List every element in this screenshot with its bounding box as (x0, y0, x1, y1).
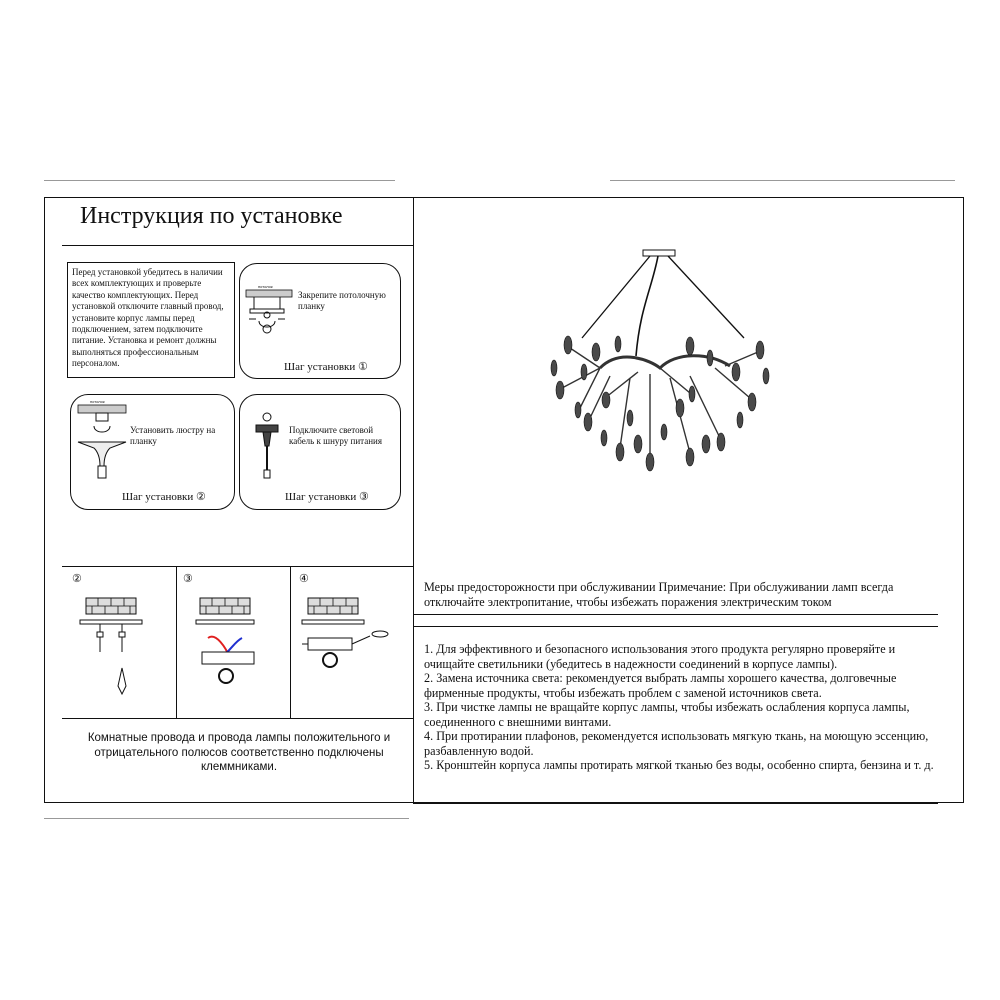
step-2-number: ② (196, 491, 206, 503)
wiring-panels-bottom (62, 718, 413, 719)
step-1-box (239, 263, 401, 379)
instruction-frame (44, 197, 964, 803)
step-1-label-text: Шаг установки (284, 361, 356, 373)
step-3-label-text: Шаг установки (285, 491, 357, 503)
intro-box (67, 262, 235, 378)
step-1-caption: Закрепите потолочную планку (298, 290, 386, 312)
ceiling-tag-1: потолок (258, 284, 273, 289)
step-3-caption: Подключите световой кабель к шнуру питан… (289, 425, 382, 447)
precautions-heading: Меры предосторожности при обслуживании П… (424, 580, 894, 609)
wiring-panel-2-illustration (195, 597, 255, 684)
step-3-label: Шаг установки ③ (285, 490, 369, 503)
wiring-panel-2-number: ③ (183, 573, 193, 585)
wiring-panel-3-number: ④ (299, 573, 309, 585)
step-2-caption: Установить люстру на планку (130, 425, 216, 447)
intro-text: Перед установкой убедитесь в наличии все… (72, 267, 224, 369)
wiring-note: Комнатные провода и провода лампы положи… (87, 732, 391, 773)
step-2-box (70, 394, 235, 510)
precaution-item-1: 1. Для эффективного и безопасного исполь… (424, 642, 896, 671)
wiring-panel-3-illustration (301, 597, 389, 668)
steps-divider (62, 566, 413, 567)
step-1-label: Шаг установки ① (284, 360, 368, 373)
wiring-panel-divider-1 (176, 567, 177, 718)
precaution-item-3: 3. При чистке лампы не вращайте корпус л… (424, 700, 910, 729)
guide-rule-top-right (610, 180, 955, 181)
step-3-number: ③ (359, 491, 369, 503)
title-divider (62, 245, 413, 246)
ceiling-plate-illustration: потолок (245, 284, 293, 334)
guide-rule-top-left (44, 180, 395, 181)
wiring-panel-1-illustration (79, 597, 143, 696)
cable-connect-illustration (255, 412, 279, 479)
page-title: Инструкция по установке (80, 203, 343, 229)
wiring-panel-1-number: ② (72, 573, 82, 585)
step-2-label-text: Шаг установки (122, 491, 194, 503)
step-2-label: Шаг установки ② (122, 490, 206, 503)
center-divider (413, 197, 414, 803)
precaution-item-2: 2. Замена источника света: рекомендуется… (424, 671, 897, 700)
wiring-panel-divider-2 (290, 567, 291, 718)
guide-rule-bottom-left (44, 818, 409, 819)
precaution-item-5: 5. Кронштейн корпуса лампы протирать мяг… (424, 758, 934, 772)
precautions-top-divider (413, 614, 938, 615)
step-1-number: ① (358, 361, 368, 373)
chandelier-hang-illustration: потолок (77, 399, 127, 479)
chandelier-illustration (550, 249, 770, 472)
frame-inner-bottom (413, 803, 938, 804)
ceiling-tag-2: потолок (90, 399, 105, 404)
step-3-box (239, 394, 401, 510)
precaution-item-4: 4. При протирании плафонов, рекомендуетс… (424, 729, 929, 758)
precautions-bottom-divider (413, 626, 938, 627)
